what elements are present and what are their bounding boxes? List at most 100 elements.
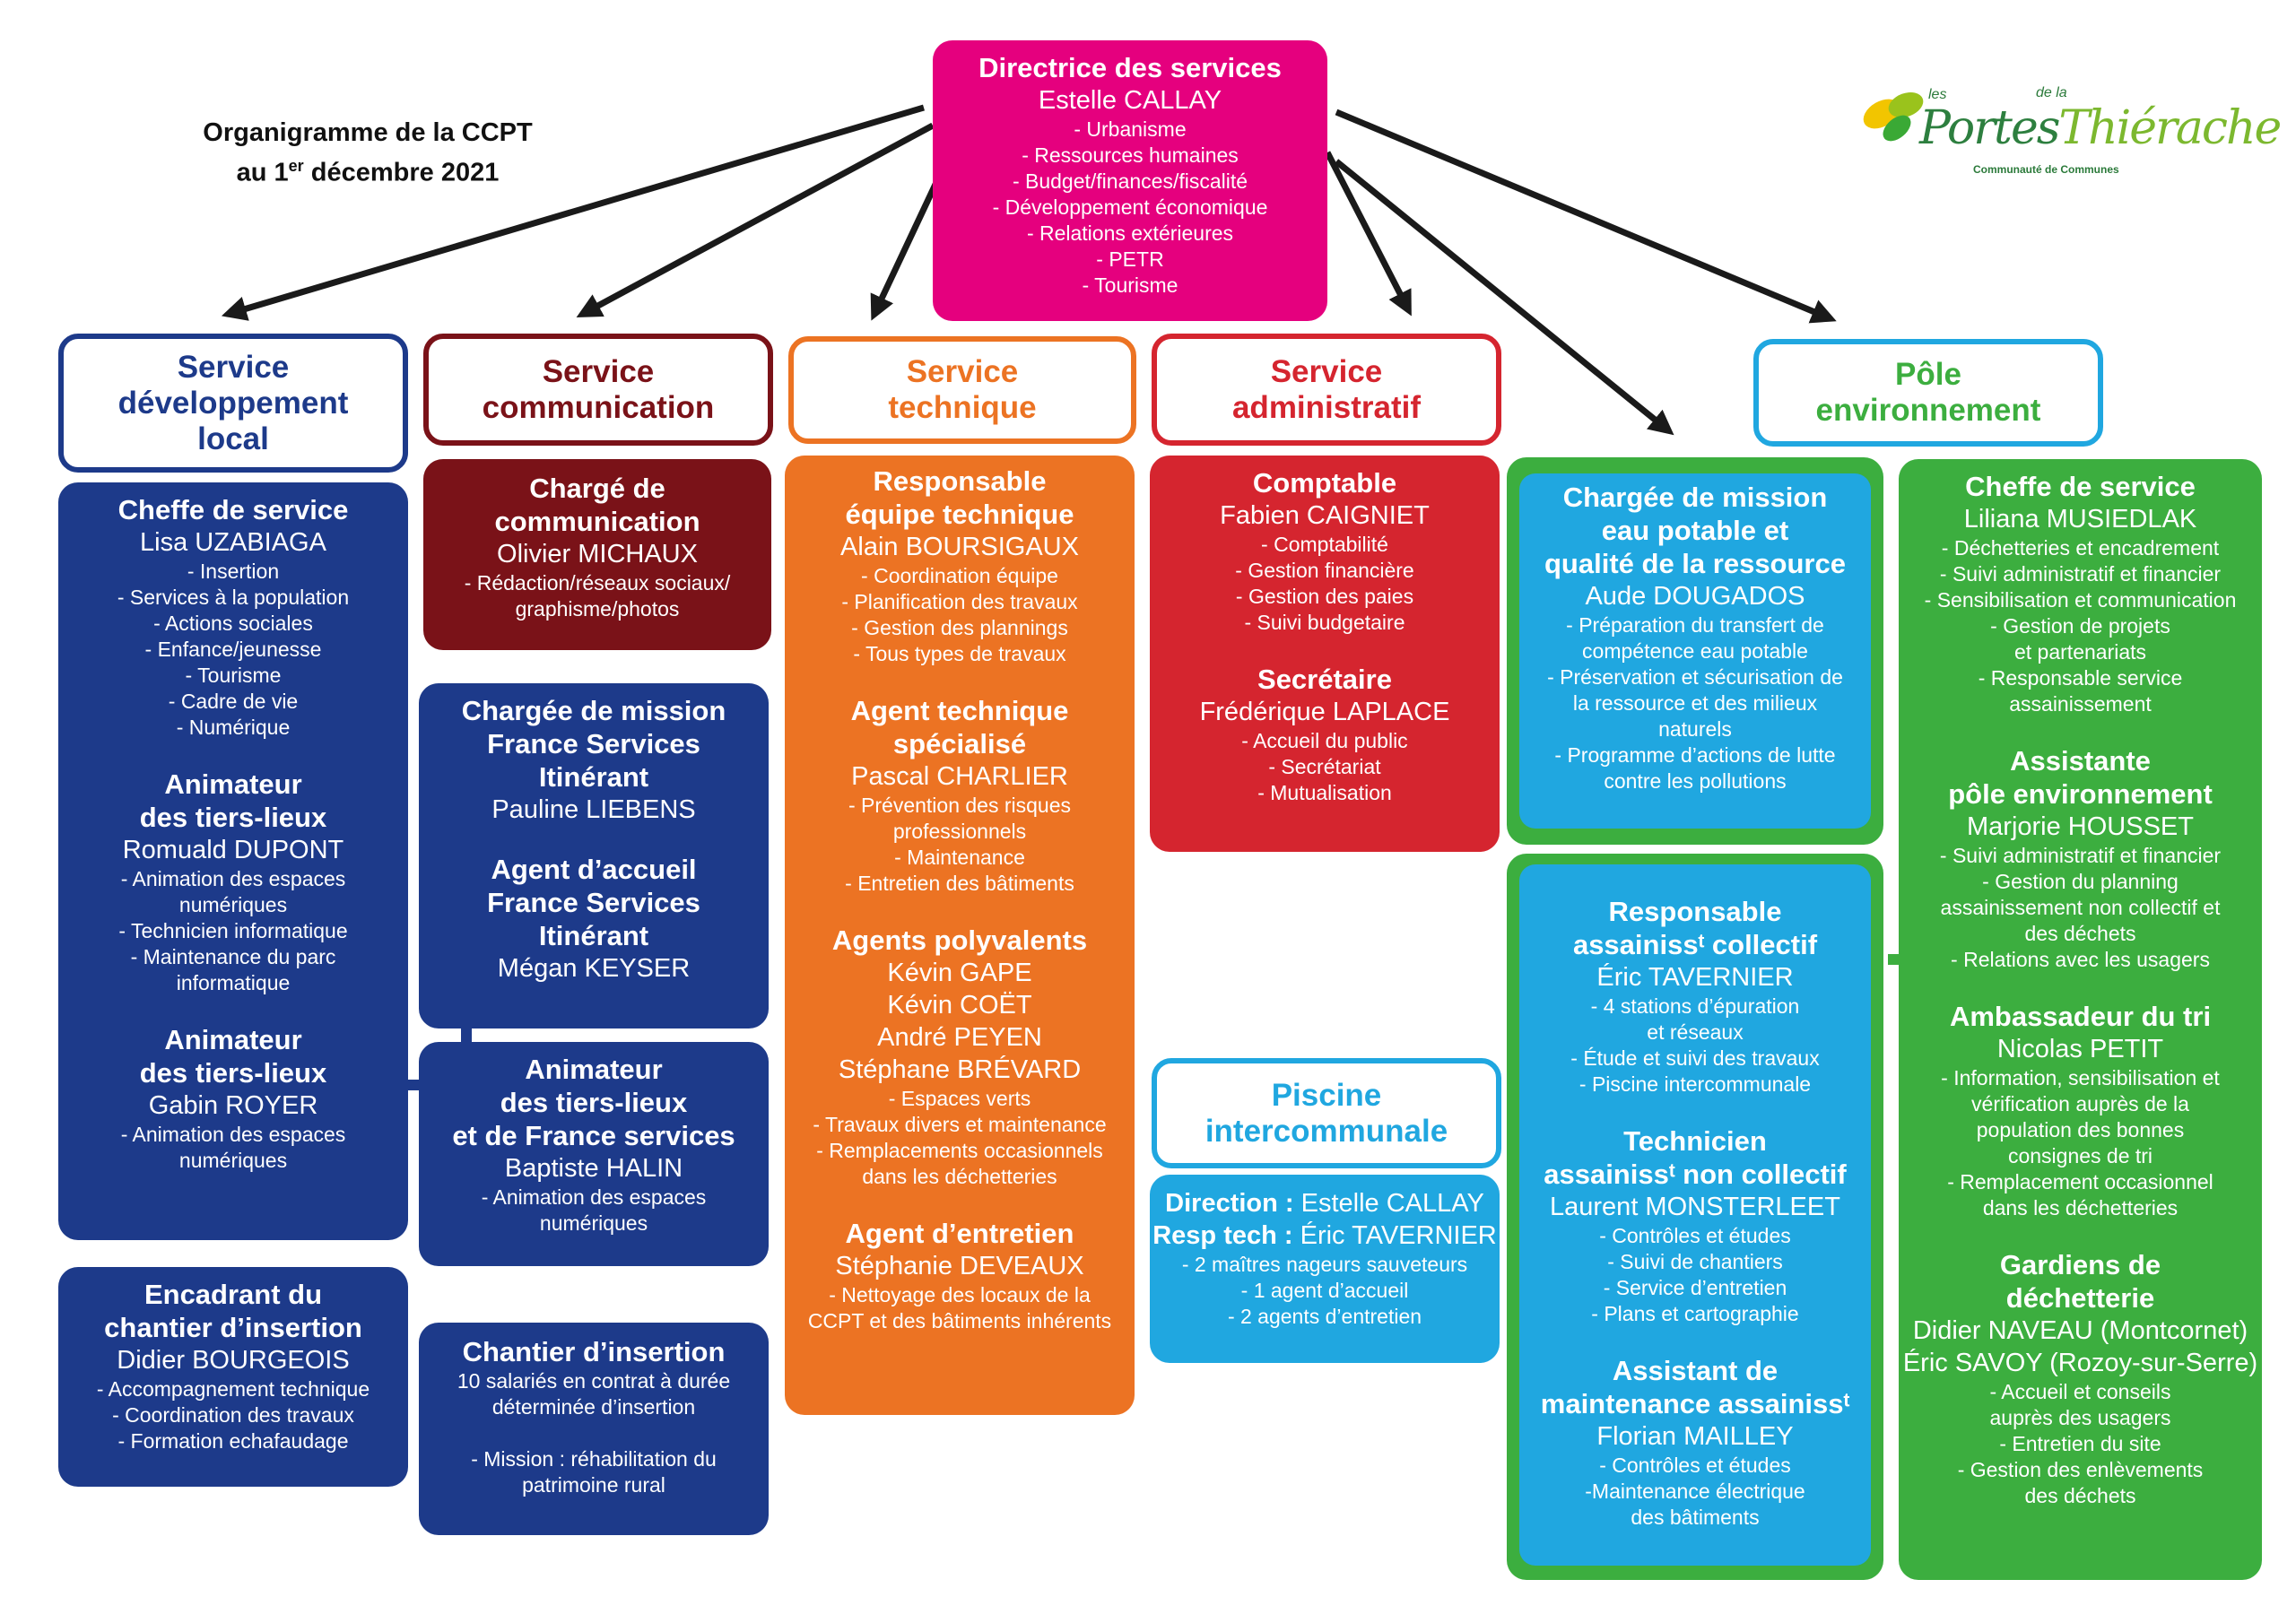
- person-name: Liliana MUSIEDLAK: [1963, 505, 2197, 534]
- role-block: Agent d’accueil France Services Itinéran…: [419, 853, 769, 985]
- task-list: - Animation des espaces numériques: [58, 1122, 408, 1174]
- role-title: Agent technique spécialisé: [850, 695, 1069, 759]
- logo-les: les: [1928, 87, 1947, 102]
- arrow-to-eau: [1334, 159, 1674, 436]
- task-list: - Animation des espaces numériques: [419, 1185, 769, 1237]
- director-role: Directrice des services: [978, 52, 1282, 83]
- task-list: - Accompagnement technique- Coordination…: [58, 1376, 408, 1454]
- task-line: - Déchetteries et encadrement: [1941, 536, 2220, 560]
- task-line: -Maintenance électrique des bâtiments: [1585, 1480, 1805, 1529]
- item-line: technique: [888, 390, 1037, 425]
- item-line: Service: [177, 349, 290, 385]
- task-line: - Gestion financière: [1235, 559, 1414, 582]
- task-list: - Prévention des risques professionnels-…: [785, 793, 1135, 897]
- logo-wordmark: PortesThiérache: [1919, 101, 2282, 155]
- item-line: - Budget/finances/fiscalité: [1012, 169, 1248, 193]
- logo-dela: de la: [2036, 85, 2067, 100]
- task-line: - Tous types de travaux: [853, 642, 1066, 665]
- piscine-direction: Direction : Estelle CALLAY: [1150, 1187, 1500, 1219]
- item-line: environnement: [1815, 393, 2041, 428]
- task-list: - Comptabilité- Gestion financière- Gest…: [1150, 532, 1500, 636]
- task-line: 10 salariés en contrat à durée déterminé…: [457, 1369, 731, 1419]
- task-line: - Insertion: [187, 560, 280, 583]
- task-line: - Sensibilisation et communication: [1924, 588, 2237, 612]
- task-list: - Accueil du public- Secrétariat- Mutual…: [1150, 728, 1500, 806]
- title-line-2: au 1er décembre 2021: [135, 150, 601, 190]
- person-name: Stéphanie DEVEAUX: [835, 1252, 1084, 1280]
- task-line: - Piscine intercommunale: [1578, 1072, 1812, 1096]
- task-line: - Étude et suivi des travaux: [1570, 1046, 1820, 1070]
- role-title: Assistante pôle environnement: [1948, 745, 2213, 810]
- task-list: - Coordination équipe- Planification des…: [785, 563, 1135, 667]
- item-line: développement: [117, 385, 349, 421]
- item-line: - Urbanisme: [1074, 117, 1187, 141]
- com-fs-blocks: Chargée de mission France Services Itiné…: [419, 694, 769, 985]
- task-line: - Gestion de projets et partenariats: [1990, 614, 2170, 664]
- role-title: Assistant de maintenance assainissᵗ: [1540, 1355, 1850, 1419]
- com-anim-block: Animateur des tiers-lieux et de France s…: [419, 1053, 769, 1237]
- task-line: - Entretien des bâtiments: [845, 872, 1074, 895]
- task-line: - Accueil du public: [1241, 729, 1408, 752]
- task-line: - Formation echafaudage: [117, 1429, 349, 1453]
- role-title: Ambassadeur du tri: [1949, 1001, 2212, 1032]
- task-list: - Préparation du transfert de compétence…: [1519, 612, 1871, 794]
- role-block: Animateur des tiers-lieux et de France s…: [419, 1053, 769, 1237]
- task-line: - Contrôles et études: [1599, 1224, 1791, 1247]
- person-name: Éric SAVOY (Rozoy-sur-Serre): [1902, 1349, 2258, 1377]
- role-title: Animateur des tiers-lieux: [139, 768, 327, 833]
- logo-subtitle: Communauté de Communes: [1973, 163, 2119, 176]
- title-sup: er: [288, 157, 304, 175]
- task-list: - Animation des espaces numériques- Tech…: [58, 866, 408, 996]
- task-line: - Préparation du transfert de compétence…: [1566, 613, 1824, 663]
- role-block: Chargée de mission France Services Itiné…: [419, 694, 769, 826]
- task-line: - Gestion des plannings: [851, 616, 1068, 639]
- task-line: - Numérique: [176, 716, 291, 739]
- role-title: Agent d’accueil France Services Itinéran…: [487, 854, 700, 951]
- eau-frame: Chargée de mission eau potable et qualit…: [1507, 457, 1883, 845]
- role-title: Agent d’entretien: [845, 1218, 1074, 1249]
- task-line: - Service d’entretien: [1603, 1276, 1787, 1299]
- task-line: - Responsable service assainissement: [1978, 666, 2183, 716]
- task-line: - Actions sociales: [153, 612, 313, 635]
- person-name: Baptiste HALIN: [504, 1154, 683, 1183]
- item-line: - Relations extérieures: [1026, 221, 1234, 245]
- role-title: Chargé de communication: [494, 473, 700, 537]
- role-block: Chargée de mission eau potable et qualit…: [1519, 481, 1871, 794]
- task-list: - Contrôles et études- Suivi de chantier…: [1519, 1223, 1871, 1327]
- task-line: - Accueil et conseils auprès des usagers: [1989, 1380, 2171, 1429]
- role-title: Responsable équipe technique: [845, 465, 1074, 530]
- task-line: - Accompagnement technique: [96, 1377, 370, 1401]
- item-line: - 1 agent d’accueil: [1240, 1279, 1409, 1302]
- page-title: Organigramme de la CCPT au 1er décembre …: [135, 117, 601, 190]
- person-name: André PEYEN: [877, 1023, 1042, 1052]
- task-list: - 4 stations d’épuration et réseaux- Étu…: [1519, 994, 1871, 1098]
- role-title: Responsable assainissᵗ collectif: [1572, 896, 1818, 960]
- task-list: - Déchetteries et encadrement- Suivi adm…: [1899, 535, 2262, 717]
- com-anim-box: Animateur des tiers-lieux et de France s…: [419, 1042, 769, 1266]
- task-line: - Animation des espaces numériques: [120, 1123, 346, 1172]
- task-line: - Mutualisation: [1257, 781, 1392, 804]
- task-line: - Comptabilité: [1261, 533, 1388, 556]
- person-name: Marjorie HOUSSET: [1967, 812, 2194, 841]
- item-line: Service: [542, 353, 655, 389]
